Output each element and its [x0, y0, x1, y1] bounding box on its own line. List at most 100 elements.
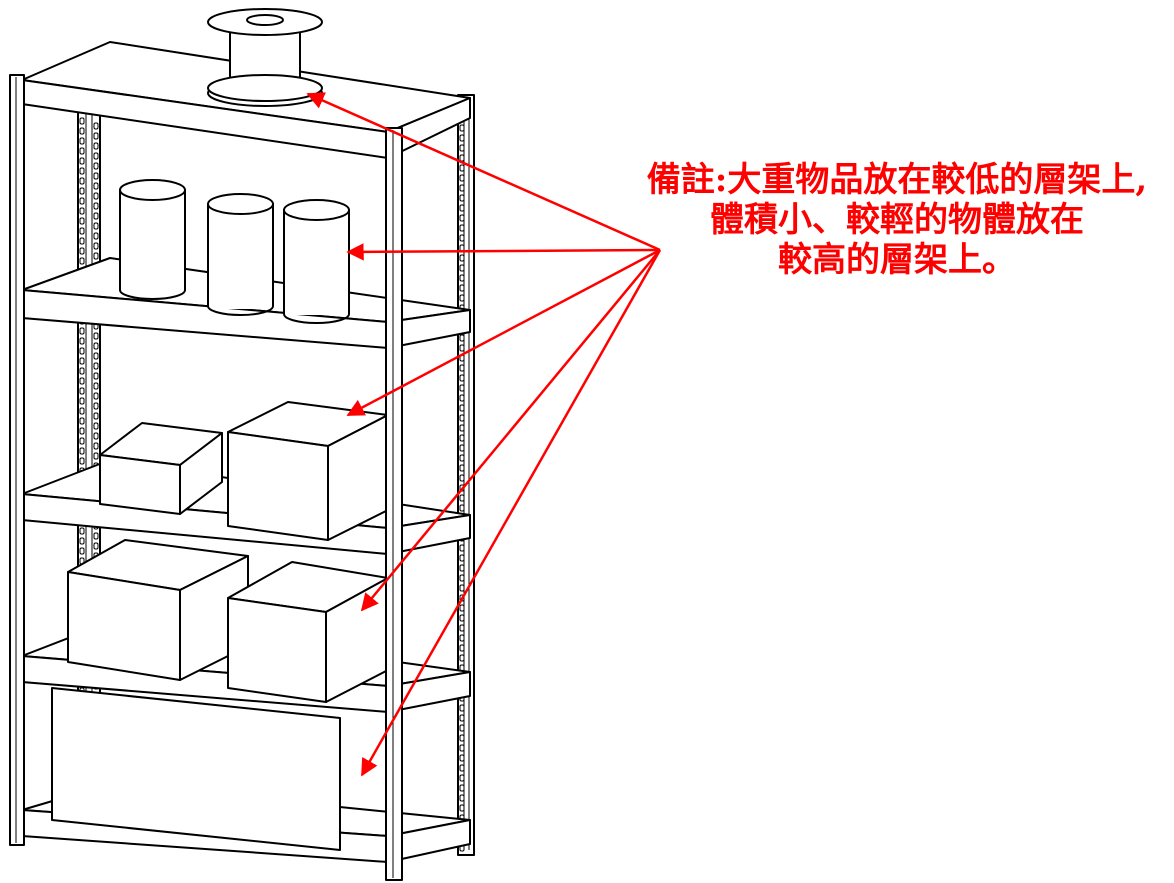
slot-hole [79, 177, 85, 185]
slot-hole [459, 574, 465, 582]
slot-hole [459, 224, 465, 232]
slot-hole [459, 254, 465, 262]
slot-hole [459, 234, 465, 242]
slot-hole [459, 344, 465, 352]
slot-hole [93, 412, 99, 420]
slot-hole [93, 532, 99, 540]
slot-hole [459, 394, 465, 402]
slot-hole [459, 454, 465, 462]
slot-hole [459, 424, 465, 432]
slot-hole [79, 447, 85, 455]
slot-hole [459, 164, 465, 172]
slot-hole [459, 284, 465, 292]
slot-hole [93, 222, 99, 230]
slot-hole [459, 434, 465, 442]
slot-hole [79, 327, 85, 335]
slot-hole [459, 544, 465, 552]
slot-hole [79, 207, 85, 215]
slot-hole [459, 214, 465, 222]
cable-spool [207, 8, 323, 107]
storage-note: 備註:大重物品放在較低的層架上, 體積小、較輕的物體放在 較高的層架上。 [620, 160, 1174, 280]
slot-hole [79, 527, 85, 535]
slot-hole [79, 197, 85, 205]
slot-hole [459, 334, 465, 342]
slot-hole [79, 377, 85, 385]
slot-hole [93, 162, 99, 170]
slot-hole [93, 422, 99, 430]
slot-hole [459, 554, 465, 562]
slot-hole [459, 374, 465, 382]
slot-hole [79, 397, 85, 405]
slot-hole [93, 122, 99, 130]
slot-hole [459, 474, 465, 482]
slot-hole [459, 404, 465, 412]
slot-hole [459, 414, 465, 422]
slot-hole [459, 734, 465, 742]
slot-hole [459, 774, 465, 782]
slot-hole [93, 172, 99, 180]
slot-hole [79, 417, 85, 425]
slot-hole [79, 167, 85, 175]
slot-hole [93, 212, 99, 220]
slot-hole [459, 504, 465, 512]
box-large-right [227, 561, 389, 703]
slot-hole [459, 804, 465, 812]
slot-hole [79, 217, 85, 225]
slot-hole [79, 387, 85, 395]
slot-hole [459, 624, 465, 632]
slot-hole [93, 332, 99, 340]
slot-hole [459, 144, 465, 152]
slot-hole [459, 174, 465, 182]
slot-hole [79, 147, 85, 155]
slot-hole [93, 452, 99, 460]
slot-hole [459, 744, 465, 752]
slot-hole [93, 402, 99, 410]
slot-hole [93, 352, 99, 360]
slot-hole [79, 157, 85, 165]
slot-hole [93, 252, 99, 260]
box-medium [227, 401, 389, 541]
box-bottom [51, 687, 341, 851]
slot-hole [93, 392, 99, 400]
slot-hole [93, 372, 99, 380]
slot-hole [459, 654, 465, 662]
cylinder-2 [207, 193, 274, 316]
slot-hole [459, 184, 465, 192]
slot-hole [459, 364, 465, 372]
callout-arrows [306, 92, 662, 777]
slot-hole [93, 182, 99, 190]
slot-hole [79, 127, 85, 135]
slot-hole [93, 192, 99, 200]
slot-hole [79, 257, 85, 265]
slot-hole [459, 204, 465, 212]
slot-hole [459, 634, 465, 642]
slot-hole [79, 427, 85, 435]
slot-hole [93, 232, 99, 240]
slot-hole [93, 382, 99, 390]
slot-hole [459, 714, 465, 722]
slot-hole [79, 437, 85, 445]
callout-arrow-1 [306, 92, 661, 252]
slot-hole [93, 432, 99, 440]
slot-hole [459, 644, 465, 652]
slot-hole [93, 542, 99, 550]
box-large-left [67, 539, 249, 681]
slot-hole [93, 342, 99, 350]
slot-hole [459, 704, 465, 712]
front-right-post [385, 127, 403, 881]
slot-hole [459, 134, 465, 142]
note-line-2: 體積小、較輕的物體放在 [710, 200, 1084, 240]
slot-hole [79, 367, 85, 375]
slot-hole [459, 584, 465, 592]
slot-hole [459, 194, 465, 202]
slot-hole [459, 124, 465, 132]
slot-hole [459, 464, 465, 472]
slot-hole [93, 242, 99, 250]
slot-hole [459, 604, 465, 612]
callout-arrow-5 [360, 249, 662, 777]
slot-hole [79, 247, 85, 255]
slot-hole [93, 362, 99, 370]
slot-hole [79, 457, 85, 465]
slot-hole [459, 764, 465, 772]
slot-hole [459, 614, 465, 622]
